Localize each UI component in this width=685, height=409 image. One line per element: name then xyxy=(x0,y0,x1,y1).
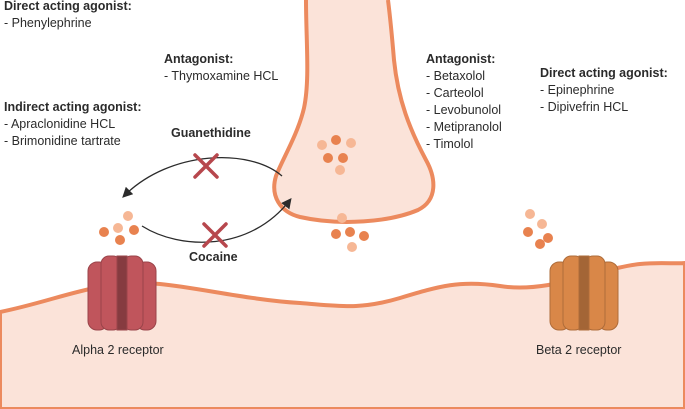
cross-icon xyxy=(193,153,219,179)
neurotransmitter-dot xyxy=(347,242,357,252)
guanethidine-label: Guanethidine xyxy=(171,126,251,140)
antagonist-alpha-block: Antagonist: - Thymoxamine HCL xyxy=(164,51,278,85)
neurotransmitter-dot xyxy=(129,225,139,235)
neurotransmitter-dot xyxy=(535,239,545,249)
neurotransmitter-dot xyxy=(537,219,547,229)
cocaine-label: Cocaine xyxy=(189,250,238,264)
indirect-agonist-heading: Indirect acting agonist: xyxy=(4,100,142,114)
antagonist-alpha-heading: Antagonist: xyxy=(164,52,234,66)
neurotransmitter-dot xyxy=(345,227,355,237)
cross-icon xyxy=(202,222,228,248)
neurotransmitter-dot xyxy=(523,227,533,237)
neurotransmitter-dot xyxy=(543,233,553,243)
antagonist-beta-item: - Carteolol xyxy=(426,86,484,100)
neurotransmitter-dot xyxy=(323,153,333,163)
presynaptic-terminal xyxy=(272,0,436,224)
antagonist-beta-block: Antagonist: - Betaxolol - Carteolol - Le… xyxy=(426,51,502,153)
alpha-receptor-icon xyxy=(87,255,157,331)
antagonist-beta-item: - Levobunolol xyxy=(426,103,502,117)
indirect-agonist-item: - Brimonidine tartrate xyxy=(4,134,121,148)
direct-agonist-alpha-heading: Direct acting agonist: xyxy=(4,0,132,13)
neurotransmitter-dot xyxy=(99,227,109,237)
direct-agonist-alpha-block: Direct acting agonist: - Phenylephrine xyxy=(4,0,132,32)
release-arrow xyxy=(141,197,292,243)
direct-agonist-alpha-item: - Phenylephrine xyxy=(4,16,92,30)
direct-agonist-beta-heading: Direct acting agonist: xyxy=(540,66,668,80)
neurotransmitter-dot xyxy=(317,140,327,150)
neurotransmitter-dot xyxy=(335,165,345,175)
direct-agonist-beta-item: - Epinephrine xyxy=(540,83,615,97)
indirect-agonist-item: - Apraclonidine HCL xyxy=(4,117,116,131)
neurotransmitter-dot xyxy=(115,235,125,245)
direct-agonist-beta-block: Direct acting agonist: - Epinephrine - D… xyxy=(540,65,668,116)
neurotransmitter-dot xyxy=(359,231,369,241)
direct-agonist-beta-item: - Dipivefrin HCL xyxy=(540,100,629,114)
antagonist-alpha-item: - Thymoxamine HCL xyxy=(164,69,279,83)
alpha-receptor-label: Alpha 2 receptor xyxy=(72,343,164,357)
neurotransmitter-dots xyxy=(99,135,553,252)
neurotransmitter-dot xyxy=(337,213,347,223)
antagonist-beta-item: - Betaxolol xyxy=(426,69,486,83)
beta-receptor-icon xyxy=(549,255,619,331)
postsynaptic-membrane xyxy=(0,260,685,409)
neurotransmitter-dot xyxy=(346,138,356,148)
antagonist-beta-item: - Metipranolol xyxy=(426,120,502,134)
beta-receptor-label: Beta 2 receptor xyxy=(536,343,622,357)
neurotransmitter-dot xyxy=(525,209,535,219)
neurotransmitter-dot xyxy=(113,223,123,233)
neurotransmitter-dot xyxy=(331,229,341,239)
neurotransmitter-dot xyxy=(331,135,341,145)
neurotransmitter-dot xyxy=(338,153,348,163)
antagonist-beta-heading: Antagonist: xyxy=(426,52,496,66)
antagonist-beta-item: - Timolol xyxy=(426,137,474,151)
neurotransmitter-dot xyxy=(123,211,133,221)
indirect-agonist-block: Indirect acting agonist: - Apraclonidine… xyxy=(4,99,142,150)
reuptake-arrow xyxy=(122,156,283,198)
